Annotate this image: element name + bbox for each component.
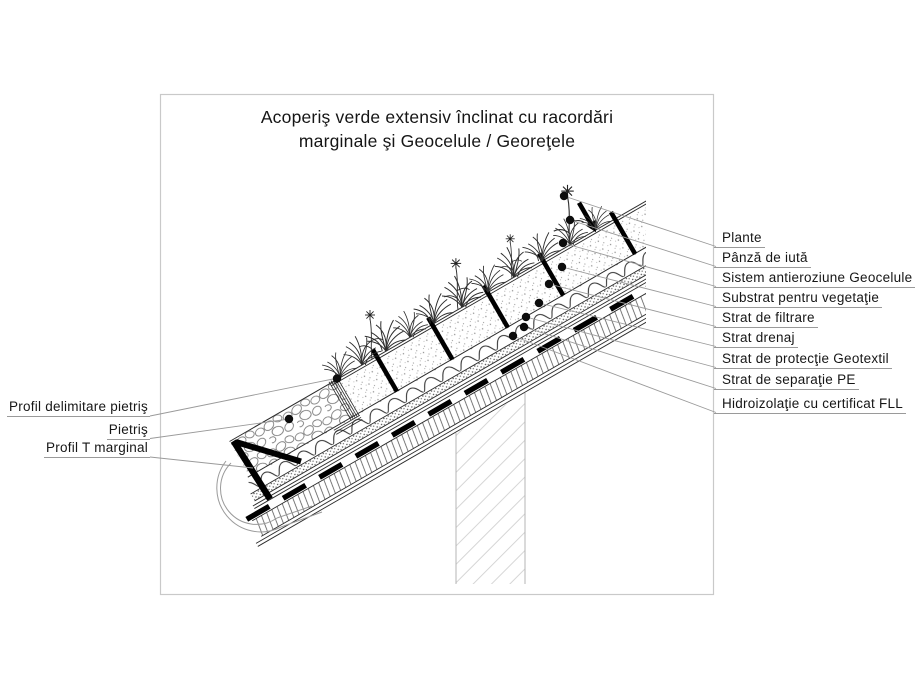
- leader-lines: [149, 195, 717, 469]
- label-pietris: Pietriş: [106, 422, 150, 440]
- label-strat-drenaj: Strat drenaj: [714, 330, 798, 348]
- label-plante: Plante: [714, 230, 765, 248]
- waterproofing-layer: [251, 263, 646, 537]
- drainage-layer: [250, 242, 646, 502]
- label-strat-de-filtrare: Strat de filtrare: [714, 310, 818, 328]
- label-panza-de-iuta: Pânză de iută: [714, 250, 811, 268]
- roof-assembly: [216, 167, 646, 547]
- drawing-title-line2: marginale şi Geocelule / Georeţele: [298, 131, 576, 151]
- label-strat-de-separatie-pe: Strat de separaţie PE: [714, 372, 859, 390]
- label-substrat-pentru-vegetatie: Substrat pentru vegetaţie: [714, 290, 883, 308]
- pe-foil-dashed: [245, 257, 646, 522]
- label-sistem-antieroziune-geocelule: Sistem antieroziune Geocelule: [714, 270, 916, 288]
- drawing-frame: [159, 93, 715, 596]
- geotextile-layer: [252, 252, 646, 509]
- label-profil-delimitare-pietris: Profil delimitare pietriş: [6, 399, 150, 417]
- wall-section: [455, 393, 526, 584]
- filter-layer: [246, 229, 646, 491]
- gutter-profile: [216, 460, 323, 533]
- label-hidroizolatie-certificat-fll: Hidroizolaţie cu certificat FLL: [714, 396, 907, 414]
- geocell-bars: [370, 210, 638, 393]
- label-profil-t-marginal: Profil T marginal: [43, 440, 150, 458]
- callout-dots: [284, 191, 575, 424]
- t-profile: [230, 439, 302, 501]
- label-strat-de-protectie-geotextil: Strat de protecţie Geotextil: [714, 351, 892, 369]
- drawing-title-line1: Acoperiş verde extensiv înclinat cu raco…: [260, 107, 614, 127]
